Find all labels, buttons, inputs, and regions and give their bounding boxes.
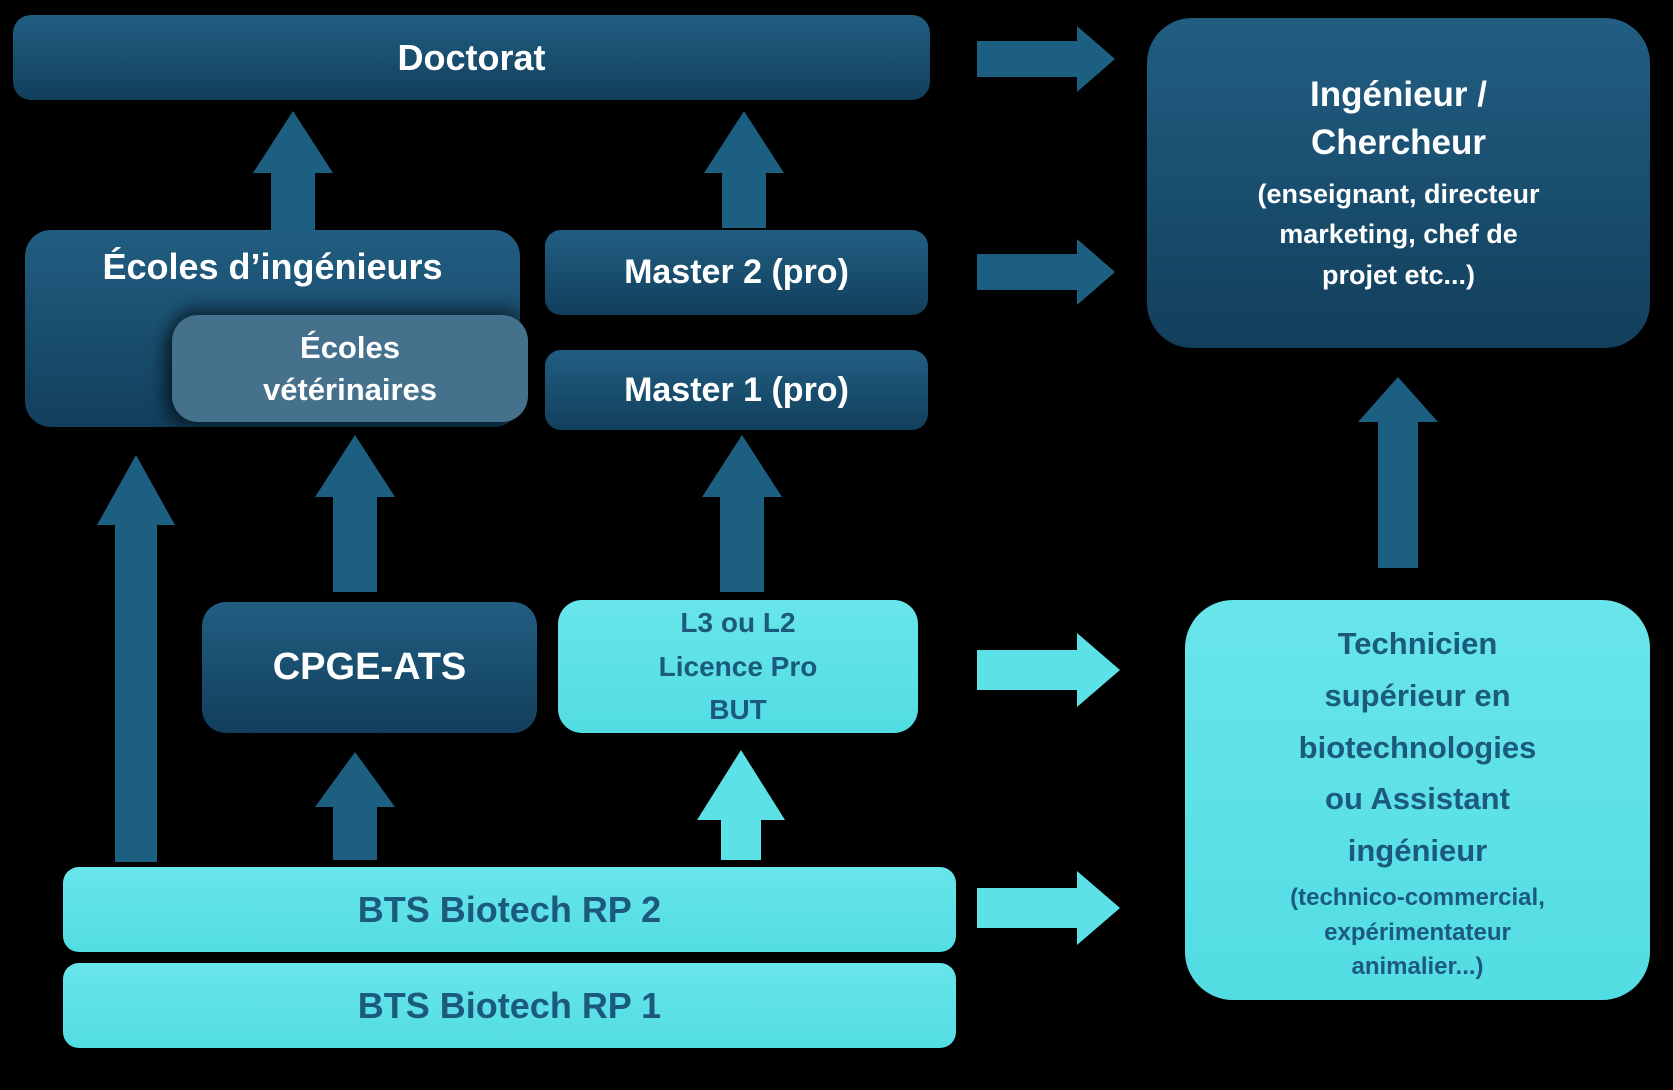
l3-licencepro-but-box: L3 ou L2 Licence Pro BUT [558, 600, 918, 733]
arrow-l3-to-master1-icon [702, 435, 782, 592]
ingenieur-chercheur-title: Ingénieur / Chercheur [1310, 74, 1487, 163]
arrow-doctorat-to-ingenieur-icon [977, 25, 1115, 92]
arrow-bts2-to-ecoles-icon [97, 455, 175, 862]
arrow-master2-to-doctorat-icon [704, 111, 784, 228]
cpge-ats-box: CPGE-ATS [202, 602, 537, 733]
arrow-bts2-to-cpge-icon [315, 752, 395, 860]
technicien-title: Technicien supérieur en biotechnologies … [1298, 626, 1537, 869]
master1-box: Master 1 (pro) [545, 350, 928, 430]
ecoles-veterinaires-box: Écoles vétérinaires [172, 315, 528, 422]
arrow-master2-to-ingenieur-icon [977, 238, 1115, 305]
master2-box: Master 2 (pro) [545, 230, 928, 315]
doctorat-box: Doctorat [13, 15, 930, 100]
bts-biotech-rp1-box: BTS Biotech RP 1 [63, 963, 956, 1048]
ingenieur-chercheur-box: Ingénieur / Chercheur (enseignant, direc… [1147, 18, 1650, 348]
arrow-ecoles-to-doctorat-icon [253, 111, 333, 230]
arrow-l3-to-technicien-icon [977, 632, 1120, 707]
ingenieur-chercheur-subtitle: (enseignant, directeur marketing, chef d… [1257, 178, 1540, 290]
arrow-bts2-to-technicien-icon [977, 870, 1120, 945]
technicien-subtitle: (technico-commercial, expérimentateur an… [1290, 883, 1545, 981]
arrow-bts2-to-l3-icon [697, 750, 785, 860]
technicien-box: Technicien supérieur en biotechnologies … [1185, 600, 1650, 1000]
bts-biotech-rp2-box: BTS Biotech RP 2 [63, 867, 956, 952]
arrow-cpge-to-veterinaires-icon [315, 435, 395, 592]
arrow-technicien-to-ingenieur-icon [1358, 377, 1438, 568]
